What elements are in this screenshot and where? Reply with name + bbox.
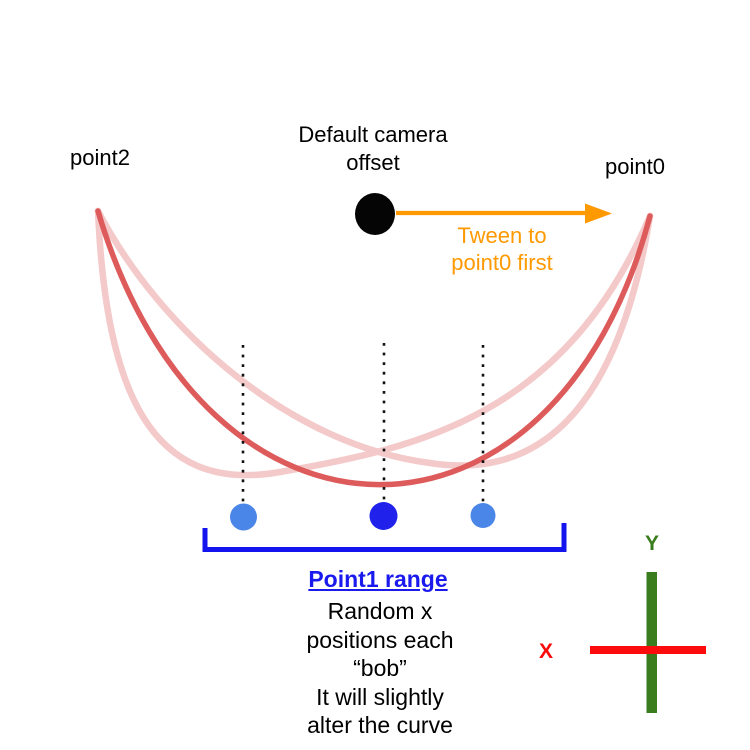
curve-primary bbox=[95, 208, 653, 488]
point1-range-bracket bbox=[202, 523, 567, 552]
curve-variant-left-min bbox=[94, 207, 654, 479]
point1-dot-left bbox=[230, 503, 257, 531]
point1-dot-right bbox=[470, 503, 496, 528]
tween-to-point0-label: Tween to point0 first bbox=[451, 223, 553, 275]
point1-range-label: Point1 range bbox=[308, 566, 448, 592]
y-axis-label: Y bbox=[644, 532, 660, 555]
point1-dot-center bbox=[369, 502, 398, 530]
x-axis-label: X bbox=[538, 640, 554, 663]
x-axis-bar bbox=[590, 646, 706, 654]
point2-label: point2 bbox=[70, 145, 130, 170]
curve-variant-right-min bbox=[94, 207, 654, 469]
tween-arrow-head bbox=[585, 203, 612, 224]
camera-offset-dot bbox=[355, 193, 395, 235]
camera-offset-label: Default camera offset bbox=[298, 122, 448, 175]
point0-label: point0 bbox=[605, 154, 665, 179]
y-axis-bar bbox=[646, 572, 657, 713]
range-description-text: Random x positions each “bob” It will sl… bbox=[306, 598, 454, 738]
